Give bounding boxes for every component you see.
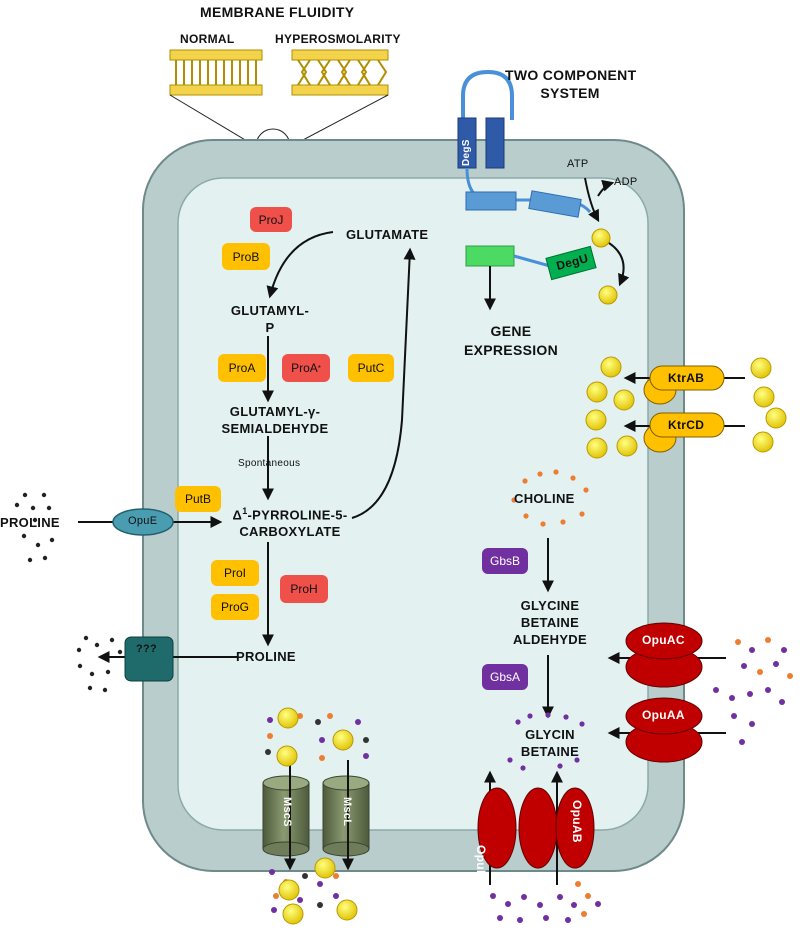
proline-inner-label: PROLINE — [236, 649, 296, 664]
two-component-system-title: TWO COMPONENT SYSTEM — [505, 66, 637, 102]
p5c-superscript: 1 — [242, 506, 248, 516]
degu-response-regulator — [465, 245, 597, 281]
membrane-fluidity-hyperosmolarity-lipids — [291, 49, 389, 96]
glutamyl-p-line2: P — [265, 320, 275, 335]
opuaa-label: OpuAA — [642, 708, 685, 722]
phosphate-on-degu — [598, 285, 618, 305]
degs-sensor — [457, 69, 592, 218]
enzyme-gbsa: GbsA — [482, 664, 528, 690]
gene-expression-line2: EXPRESSION — [463, 342, 559, 358]
gene-expression-label: GENE EXPRESSION — [450, 322, 572, 360]
osmolyte-dots-right — [713, 637, 793, 745]
mscl-label: MscL — [341, 797, 353, 827]
spontaneous-label: Spontaneous — [238, 458, 301, 469]
opue-label: OpuE — [128, 515, 158, 527]
potassium-ions-channels — [276, 707, 358, 925]
glycine-betaine-dots — [507, 712, 585, 771]
membrane-fluidity-normal-lipids — [169, 49, 263, 96]
gene-expression-line1: GENE — [490, 323, 532, 339]
opud-label: OpuD — [474, 845, 488, 879]
membrane-normal-label: NORMAL — [180, 32, 235, 46]
mechanosensitive-channels — [262, 760, 370, 871]
p5c-text: -PYRROLINE-5- — [247, 507, 348, 523]
opua-transporters — [607, 622, 726, 763]
pathway-arrows — [262, 231, 416, 647]
enzyme-proj: ProJ — [250, 207, 292, 232]
gba-line2: BETAINE — [520, 615, 580, 630]
osmolyte-dots-bottom — [490, 881, 601, 923]
glycine-betaine-label: GLYCIN BETAINE — [500, 726, 600, 760]
p5c-label: Δ1-PYRROLINE-5- CARBOXYLATE — [215, 503, 365, 540]
glutamyl-p-line1: GLUTAMYL- — [230, 303, 310, 318]
enzyme-prog: ProG — [211, 594, 259, 620]
gb-line2: BETAINE — [520, 744, 580, 759]
atp-label: ATP — [567, 158, 589, 170]
membrane-hyperosmolarity-label: HYPEROSMOLARITY — [275, 32, 401, 46]
enzyme-putc: PutC — [348, 354, 394, 382]
unknown-exporter — [124, 636, 174, 682]
opue-transporter — [112, 508, 174, 536]
channel-solute-dots — [265, 713, 369, 913]
ktr-transporters — [623, 365, 745, 453]
membrane-fluidity-title: MEMBRANE FLUIDITY — [200, 4, 355, 20]
gba-line3: ALDEHYDE — [513, 632, 587, 647]
choline-dots — [511, 469, 589, 527]
enzyme-prob: ProB — [222, 243, 270, 270]
semialdehyde-line2: SEMIALDEHYDE — [221, 421, 329, 436]
proline-outer-label: PROLINE — [0, 515, 60, 530]
phosphate-on-degs — [591, 228, 611, 248]
proline-outer-dots — [14, 492, 55, 563]
two-component-line2: SYSTEM — [540, 85, 600, 101]
glutamyl-p-label: GLUTAMYL- P — [220, 302, 320, 336]
opuac-label: OpuAC — [642, 633, 685, 647]
enzyme-putb: PutB — [175, 486, 221, 512]
adp-label: ADP — [614, 176, 638, 188]
proa-star-sup: * — [317, 363, 321, 373]
proline-export-dots — [76, 635, 123, 693]
p5c-prefix: Δ — [232, 507, 243, 523]
enzyme-proh: ProH — [280, 575, 328, 603]
opuab-label: OpuAB — [570, 800, 584, 843]
semialdehyde-line1: GLUTAMYL-γ- — [229, 404, 321, 419]
choline-label: CHOLINE — [514, 491, 575, 506]
gb-line1: GLYCIN — [525, 727, 575, 742]
p5c-line1: Δ1-PYRROLINE-5- — [215, 503, 365, 523]
p5c-line2: CARBOXYLATE — [239, 524, 341, 540]
potassium-ions-ktr — [585, 356, 787, 459]
glycine-betaine-aldehyde-label: GLYCINE BETAINE ALDEHYDE — [495, 597, 605, 648]
degs-label: DegS — [461, 139, 472, 166]
proa-star-text: ProA — [291, 361, 318, 375]
ktrab-label: KtrAB — [668, 371, 705, 385]
mscs-label: MscS — [281, 797, 293, 827]
glutamyl-semialdehyde-label: GLUTAMYL-γ- SEMIALDEHYDE — [205, 403, 345, 437]
enzyme-proa: ProA — [218, 354, 266, 382]
opud-opuab-transporters — [477, 770, 595, 885]
enzyme-proi: ProI — [211, 560, 259, 586]
glutamate-label: GLUTAMATE — [346, 227, 429, 242]
enzyme-proa-star: ProA* — [282, 354, 330, 382]
gba-line1: GLYCINE — [520, 598, 580, 613]
ktrcd-label: KtrCD — [668, 418, 705, 432]
two-component-line1: TWO COMPONENT — [505, 67, 637, 83]
unknown-exporter-label: ??? — [136, 643, 158, 655]
enzyme-gbsb: GbsB — [482, 548, 528, 574]
